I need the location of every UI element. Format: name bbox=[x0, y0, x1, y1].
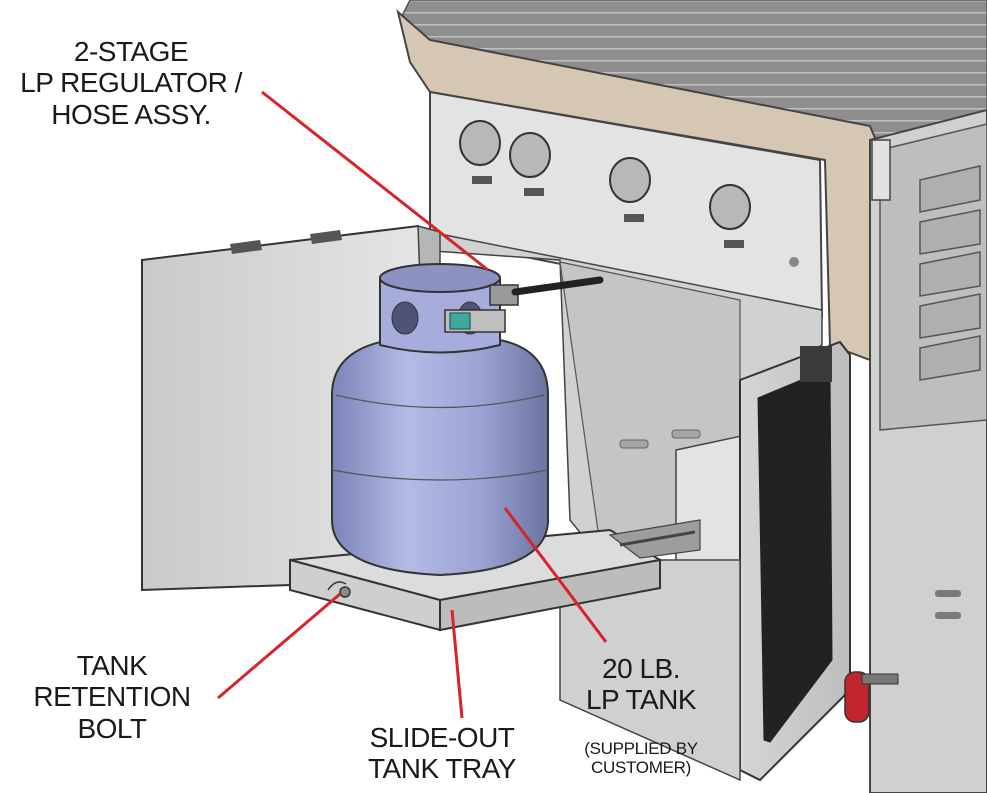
label-regulator: 2-STAGE LP REGULATOR / HOSE ASSY. bbox=[20, 36, 242, 130]
grill-hood-frame bbox=[396, 9, 882, 362]
control-panel bbox=[429, 90, 824, 318]
leader-line-tray bbox=[450, 609, 464, 719]
regulator-hose-assembly bbox=[444, 276, 604, 333]
tank-retention-bolt bbox=[327, 581, 351, 598]
label-lp-tank: 20 LB. LP TANK bbox=[585, 653, 697, 716]
leader-line-tank bbox=[503, 507, 608, 643]
caster-wheel bbox=[844, 671, 899, 723]
label-tank-note: (SUPPLIED BY CUSTOMER) bbox=[584, 739, 698, 778]
label-retention-bolt: TANK RETENTION BOLT bbox=[33, 650, 191, 744]
leader-line-regulator bbox=[261, 90, 489, 272]
control-knobs bbox=[459, 120, 751, 230]
lp-tank bbox=[331, 263, 549, 577]
right-cabinet-door bbox=[739, 340, 851, 782]
cabinet-interior bbox=[419, 229, 823, 571]
cabinet-side-panel bbox=[869, 108, 987, 793]
cabinet-base bbox=[559, 559, 741, 782]
leader-lines bbox=[217, 90, 608, 719]
leader-line-retention-bolt bbox=[217, 592, 341, 700]
label-slide-out-tray: SLIDE-OUT TANK TRAY bbox=[368, 722, 516, 785]
